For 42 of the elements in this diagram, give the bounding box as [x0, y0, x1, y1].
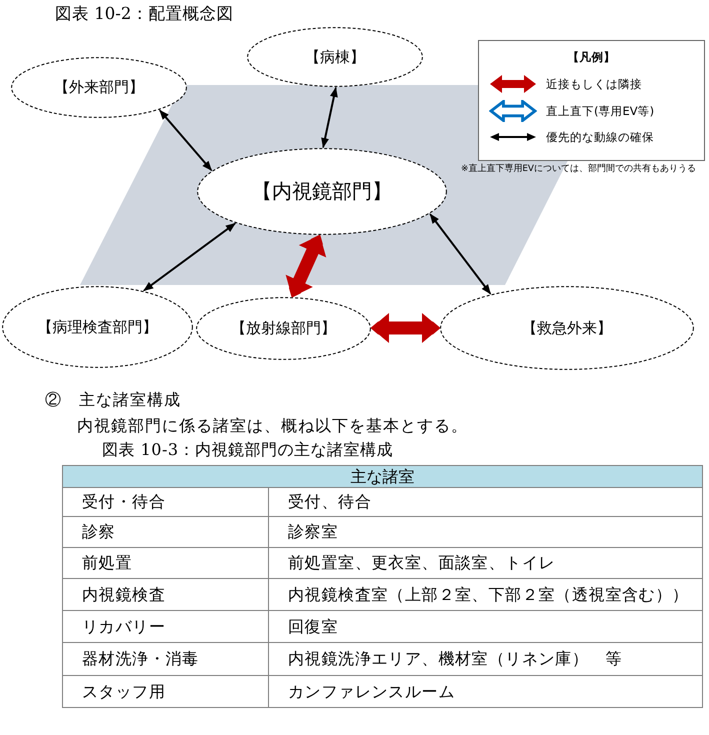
table-cell: スタッフ用 — [62, 676, 268, 708]
department-ellipse — [11, 57, 187, 118]
department-name: 【病棟】 — [305, 48, 365, 66]
department-ellipse — [2, 286, 193, 368]
legend-text: 近接もしくは隣接 — [546, 76, 642, 92]
double-arrow — [158, 109, 212, 172]
department-ellipse — [197, 148, 447, 235]
section-heading: ② 主な諸室構成 — [45, 390, 181, 411]
legend-text: 直上直下(専用EV等) — [546, 102, 654, 118]
table-cell: 受付、待合 — [268, 488, 702, 516]
department-name: 【病理検査部門】 — [38, 318, 158, 336]
department-name: 【内視鏡部門】 — [252, 179, 392, 204]
double-arrow — [142, 222, 236, 292]
department-ellipse — [440, 286, 694, 370]
table-cell: 内視鏡検査室（上部２室、下部２室（透視室含む）） — [268, 578, 702, 610]
figure-title: 図表 10-2：配置概念図 — [55, 3, 234, 25]
table-cell: 内視鏡検査 — [62, 578, 268, 610]
table-cell: 前処置 — [62, 548, 268, 578]
table-cell: 内視鏡洗浄エリア、機材室（リネン庫） 等 — [268, 642, 702, 676]
double-arrow — [321, 86, 338, 148]
table-cell: 器材洗浄・消毒 — [62, 642, 268, 676]
table-cell: カンファレンスルーム — [268, 676, 702, 708]
table-cell: 診察室 — [268, 516, 702, 548]
department-name: 【外来部門】 — [54, 78, 144, 97]
table-caption: 図表 10-3：内視鏡部門の主な諸室構成 — [102, 440, 394, 461]
table-cell: 回復室 — [268, 610, 702, 642]
department-ellipse — [196, 297, 371, 360]
legend-text: 優先的な動線の確保 — [546, 129, 654, 145]
table-cell: リカバリー — [62, 610, 268, 642]
body-text: 内視鏡部門に係る諸室は、概ね以下を基本とする。 — [77, 416, 468, 437]
department-ellipse — [247, 27, 423, 87]
table-cell: 受付・待合 — [62, 488, 268, 516]
legend-title: 【凡例】 — [566, 50, 616, 65]
double-arrow — [429, 213, 492, 295]
table-header: 主な諸室 — [62, 466, 702, 488]
double-arrow — [371, 313, 440, 343]
footnote: ※直上直下専用EVについては、部門間での共有もありうる — [461, 163, 696, 175]
department-name: 【放射線部門】 — [231, 319, 336, 338]
table-cell: 診察 — [62, 516, 268, 548]
table-cell: 前処置室、更衣室、面談室、トイレ — [268, 548, 702, 578]
double-arrow — [286, 234, 326, 298]
department-name: 【救急外来】 — [522, 318, 612, 338]
